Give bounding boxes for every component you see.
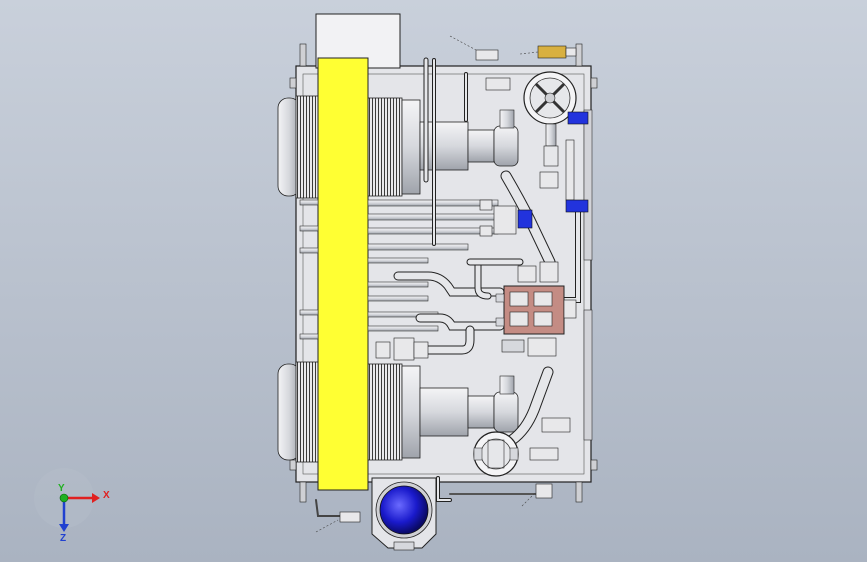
- brass-gauge-fitting[interactable]: [537, 45, 577, 59]
- x-axis-label: X: [103, 490, 110, 501]
- bottom-pump[interactable]: [371, 477, 437, 551]
- pipe-fittings[interactable]: [339, 49, 575, 523]
- y-axis-label: Y: [58, 483, 65, 494]
- blue-accent-parts[interactable]: [517, 111, 589, 229]
- leader-lines: [315, 35, 539, 533]
- yellow-cover-strip[interactable]: [317, 57, 369, 491]
- lower-motor[interactable]: [277, 361, 519, 463]
- y-axis-dot: [59, 493, 69, 503]
- lower-filter-housing[interactable]: [473, 431, 519, 477]
- valve-manifold-block[interactable]: [495, 261, 577, 357]
- coordinate-triad: [34, 468, 100, 532]
- upper-filter-housing[interactable]: [523, 71, 577, 167]
- z-axis-label: Z: [60, 533, 67, 544]
